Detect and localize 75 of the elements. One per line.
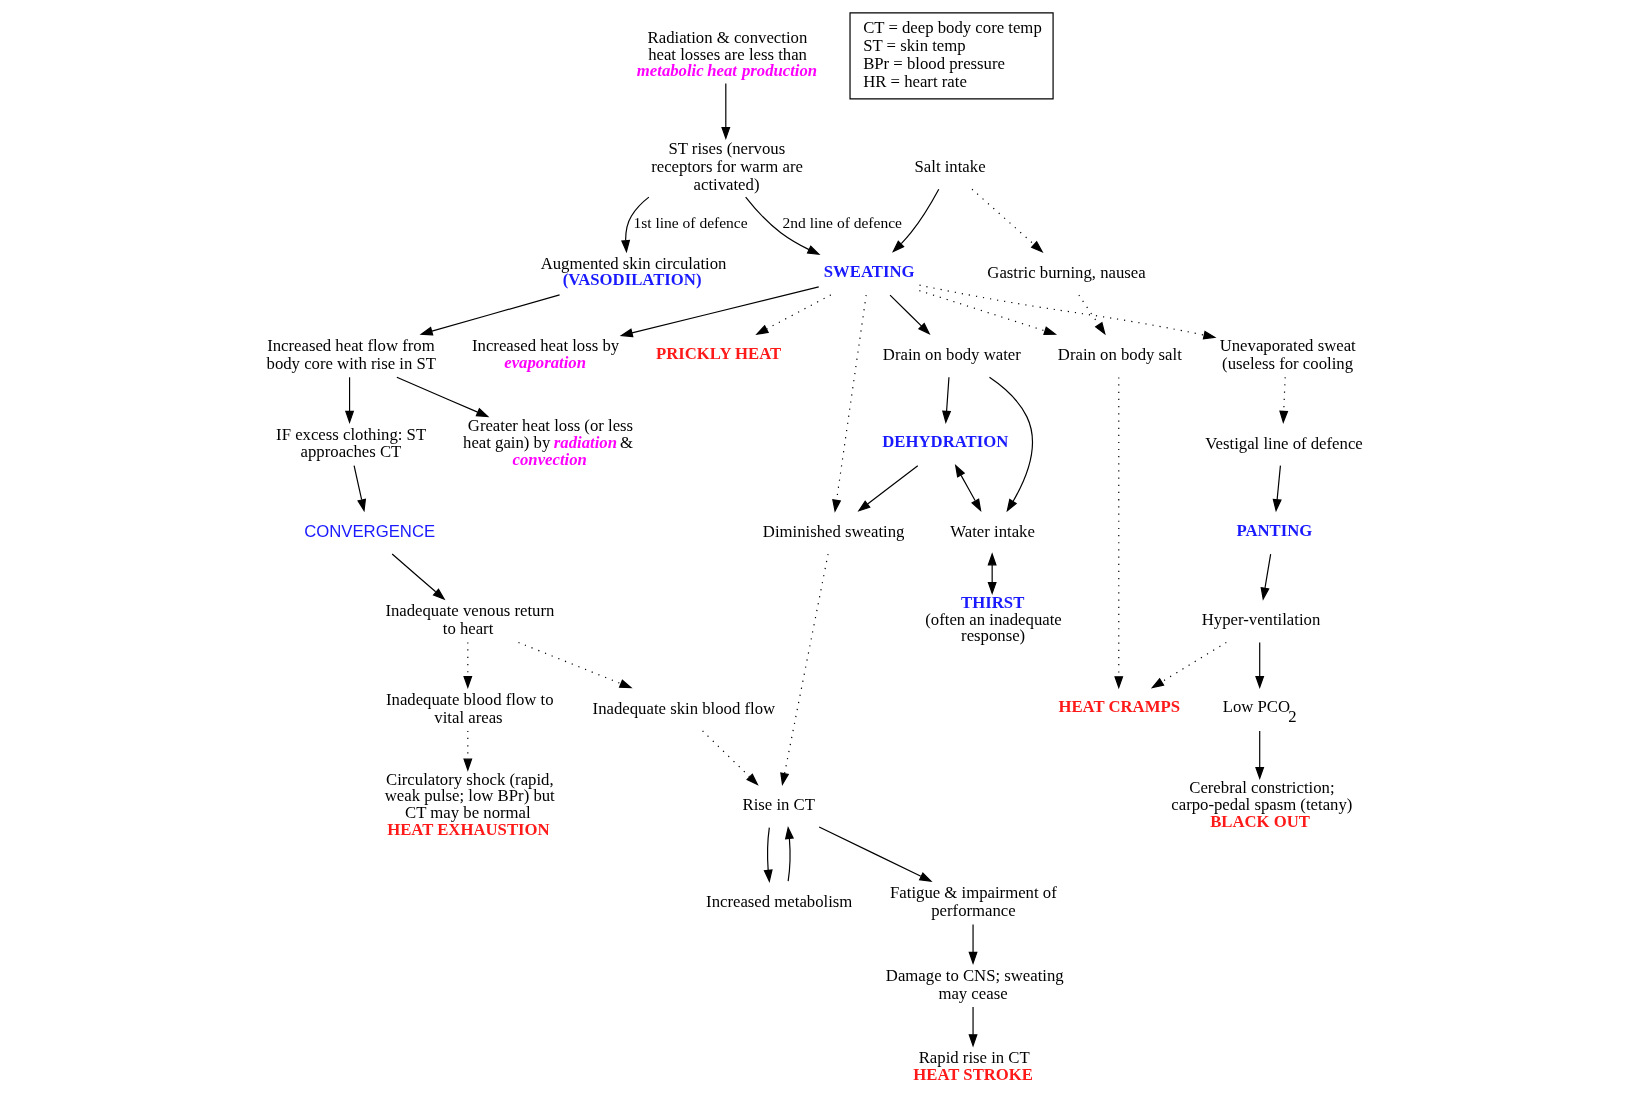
node-text: Unevaporated sweat (useless for cooling xyxy=(1219,336,1356,374)
arrow xyxy=(818,826,933,882)
arrow xyxy=(918,290,1057,336)
arrow xyxy=(619,286,819,338)
node-text: Drain on body salt xyxy=(1057,345,1182,365)
edge-label: 1st line of defence xyxy=(632,214,748,232)
arrow xyxy=(987,552,997,596)
arrow xyxy=(1150,641,1227,689)
node-text: DEHYDRATION xyxy=(881,432,1008,452)
arrow xyxy=(763,827,773,883)
arrow xyxy=(620,196,649,254)
arrow xyxy=(779,553,829,786)
arrow xyxy=(754,294,831,335)
arrow xyxy=(967,1006,978,1048)
arrow xyxy=(353,465,366,513)
arrow xyxy=(891,188,939,253)
node-text: SWEATING xyxy=(823,261,914,281)
node-text: Greater heat loss (or less heat gain) by radiation & convection xyxy=(462,416,633,469)
arrow xyxy=(1272,465,1282,513)
node-text: Hyper-ventilation xyxy=(1201,610,1320,630)
arrow xyxy=(941,376,951,424)
node-text: Water intake xyxy=(949,521,1035,541)
arrow xyxy=(395,376,489,418)
node-text: PRICKLY HEAT xyxy=(655,343,781,363)
arrow xyxy=(954,464,981,513)
node-text: Drain on body water xyxy=(882,345,1021,365)
node-text: Radiation & convection heat losses are less than metabolic heat production xyxy=(636,28,817,81)
arrow xyxy=(784,825,794,882)
arrow xyxy=(701,730,759,786)
arrow xyxy=(888,294,930,335)
arrow xyxy=(1113,376,1123,690)
arrow xyxy=(744,196,820,256)
node-text: Augmented skin circulation (VASODILATION) xyxy=(540,253,726,290)
arrow xyxy=(344,376,354,424)
arrow xyxy=(856,465,918,512)
arrow xyxy=(462,641,472,690)
arrow xyxy=(988,376,1033,513)
arrow xyxy=(419,294,560,336)
arrow xyxy=(1278,376,1288,424)
node-box: CT = deep body core temp ST = skin temp BPr = blood pressure HR = heart rate xyxy=(848,12,1054,100)
node-text: HEAT CRAMPS xyxy=(1057,697,1180,717)
arrow xyxy=(1254,641,1264,690)
node-text: Increased heat flow from body core with rise in ST xyxy=(266,336,436,374)
node-text: Salt intake xyxy=(914,157,986,177)
node-text: THIRST (often an inadequate response) xyxy=(924,592,1062,646)
node-text: Damage to CNS; sweating may cease xyxy=(885,965,1064,1003)
node-text: Increased heat loss by evaporation xyxy=(471,336,619,372)
node-text: Cerebral constriction; carpo-pedal spasm (tetany) BLACK OUT xyxy=(1170,778,1352,831)
node-text: Circulatory shock (rapid, weak pulse; low BPr) but CT may be normal HEAT EXHAUSTION xyxy=(384,769,555,839)
arrow xyxy=(720,82,730,141)
node-text: Rapid rise in CT HEAT STROKE xyxy=(912,1048,1033,1084)
node-text: Diminished sweating xyxy=(762,521,904,541)
arrow xyxy=(391,553,445,601)
node-text: CONVERGENCE xyxy=(303,521,435,541)
node-text: ST rises (nervous receptors for warm are activated) xyxy=(650,139,803,194)
arrow xyxy=(831,294,867,513)
node-text: Rise in CT xyxy=(742,795,815,815)
arrow xyxy=(967,923,978,965)
node-text: PANTING xyxy=(1235,520,1312,540)
arrow xyxy=(517,641,633,689)
arrow xyxy=(1260,553,1271,601)
node-text: Inadequate skin blood flow xyxy=(592,698,775,718)
node-text: IF excess clothing: ST approaches CT xyxy=(275,424,426,462)
node-text: Fatigue & impairment of performance xyxy=(889,883,1057,921)
arrow xyxy=(1077,294,1106,336)
node-text: Inadequate venous return to heart xyxy=(384,601,554,639)
arrow xyxy=(462,730,472,772)
node-text: Increased metabolism xyxy=(705,892,852,912)
node-text: Inadequate blood flow to vital areas xyxy=(385,689,554,727)
arrow xyxy=(918,284,1216,340)
node-text: Vestigal line of defence xyxy=(1204,433,1363,453)
arrow xyxy=(970,188,1044,253)
edge-label: 2nd line of defence xyxy=(782,214,902,232)
arrow xyxy=(1254,730,1264,781)
node-text: Gastric burning, nausea xyxy=(986,262,1146,282)
